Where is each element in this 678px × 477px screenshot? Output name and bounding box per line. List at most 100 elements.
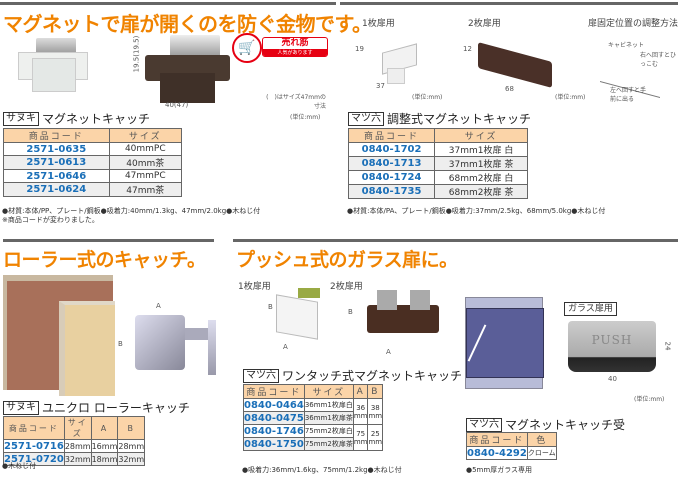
- column-header: A: [352, 384, 369, 399]
- section-heading: ローラー式のキャッチ。: [3, 249, 206, 271]
- column-header: サイズ: [63, 416, 92, 440]
- white-magnet-catch-image: [18, 38, 88, 93]
- divider: [233, 239, 678, 242]
- column-header: A: [90, 416, 119, 440]
- double-door-label: 2枚扉用: [330, 282, 363, 292]
- double-door-catch-image: [478, 40, 556, 90]
- product-code: 0840-0464: [243, 398, 305, 412]
- dimension-a-cell: 36 mm: [352, 398, 369, 425]
- dimension-a: A: [156, 302, 161, 310]
- diagram-label: 右へ回すとひっこむ: [640, 52, 677, 68]
- spec-note: ●吸着力:36mm/1.6kg、75mm/1.2kg●木ねじ付: [242, 466, 402, 474]
- spec-note: ●材質:本体/PP、プレート/鋼板●吸着力:40mm/1.3kg、47mm/2.…: [2, 207, 261, 215]
- product-name: マグネットキャッチ: [42, 112, 151, 126]
- maker-label: サヌキ: [3, 111, 39, 126]
- size-note: ( )はサイズ47mmの寸法: [266, 94, 326, 110]
- product-code: 2571-0624: [3, 182, 110, 197]
- spec-note: ●5mm厚ガラス専用: [466, 466, 533, 474]
- unit-label: (単位:mm): [634, 396, 665, 403]
- size-cell: 75mm2枚扉白: [303, 424, 354, 438]
- dimension-height: 19: [355, 45, 364, 53]
- product-code: 0840-1724: [347, 170, 436, 185]
- best-seller-badge: 🛒 売れ筋 人気があります: [232, 33, 330, 63]
- spec-note: ※商品コードが変わりました。: [2, 216, 99, 224]
- dimension-b: B: [268, 303, 273, 311]
- dimension-width: 40: [608, 375, 617, 383]
- spec-note: ●材質:本体/PA、プレート/鋼板●吸着力:37mm/2.5kg、68mm/5.…: [347, 207, 606, 215]
- dimension-a-cell: 75 mm: [352, 424, 369, 451]
- size-cell: 36mm1枚扉茶: [303, 411, 354, 425]
- product-title: マツ六調整式マグネットキャッチ: [348, 110, 531, 127]
- maker-label: サヌキ: [3, 400, 39, 415]
- table-header-row: 商品コードサイズ: [3, 128, 183, 143]
- product-code: 0840-1750: [243, 437, 305, 451]
- column-header: サイズ: [108, 128, 183, 143]
- maker-label: マツ六: [348, 111, 384, 126]
- column-header: 商品コード: [466, 432, 528, 447]
- dimension-width: 68: [505, 85, 514, 93]
- product-code: 0840-1735: [347, 184, 436, 199]
- column-header: 商品コード: [3, 128, 110, 143]
- dimension-b: B: [348, 308, 353, 316]
- dimension-b-cell: 38 mm: [367, 398, 384, 425]
- roller-catch-image: [130, 310, 220, 380]
- dimension-a: A: [283, 343, 288, 351]
- dimension-b: B: [118, 340, 123, 348]
- product-name: ユニクロ ローラーキャッチ: [42, 401, 190, 415]
- table-header-row: 商品コードサイズ: [347, 128, 528, 143]
- size-cell: 28mm: [63, 439, 92, 453]
- section-heading: マグネットで扉が開くのを防ぐ金物です。: [3, 12, 372, 36]
- product-title: マツ六マグネットキャッチ受: [466, 416, 625, 433]
- dimension-width: 40(47): [165, 101, 189, 109]
- column-header: B: [117, 416, 146, 440]
- size-cell: 37mm1枚扉 茶: [434, 156, 528, 171]
- column-header: 商品コード: [3, 416, 65, 440]
- table-header-row: 商品コード色: [466, 432, 557, 447]
- product-name: マグネットキャッチ受: [505, 418, 626, 432]
- dimension-b-cell: 25 mm: [367, 424, 384, 451]
- size-cell: 32mm: [63, 452, 92, 466]
- dimension-width: 37: [376, 82, 385, 90]
- column-header: 商品コード: [243, 384, 305, 399]
- product-code: 0840-1702: [347, 142, 436, 157]
- unit-label: (単位:mm): [290, 114, 321, 121]
- product-title: マツ六ワンタッチ式マグネットキャッチ: [243, 367, 462, 384]
- dimension-a: A: [386, 348, 391, 356]
- product-name: 調整式マグネットキャッチ: [387, 112, 532, 126]
- divider: [3, 239, 214, 242]
- product-code: 0840-1746: [243, 424, 305, 438]
- unit-label: (単位:mm): [412, 94, 443, 101]
- size-cell: 40mm茶: [108, 155, 183, 170]
- single-push-catch-image: [268, 288, 323, 340]
- column-header: サイズ: [303, 384, 354, 399]
- size-cell: 40mmPC: [108, 142, 183, 156]
- glass-cabinet-image: [465, 297, 544, 389]
- double-door-label: 2枚扉用: [468, 19, 501, 29]
- size-cell: 47mm茶: [108, 182, 183, 197]
- unit-label: (単位:mm): [555, 94, 586, 101]
- cart-icon: 🛒: [232, 33, 262, 63]
- product-code: 0840-0475: [243, 411, 305, 425]
- size-cell: 75mm2枚扉茶: [303, 437, 354, 451]
- double-push-catch-image: [362, 290, 442, 340]
- column-header: 色: [526, 432, 557, 447]
- size-cell: クローム: [526, 446, 557, 460]
- column-header: サイズ: [434, 128, 528, 143]
- product-code: 0840-4292: [466, 446, 528, 460]
- maker-label: マツ六: [466, 417, 502, 432]
- divider: [340, 2, 678, 5]
- size-cell: 37mm1枚扉 白: [434, 142, 528, 157]
